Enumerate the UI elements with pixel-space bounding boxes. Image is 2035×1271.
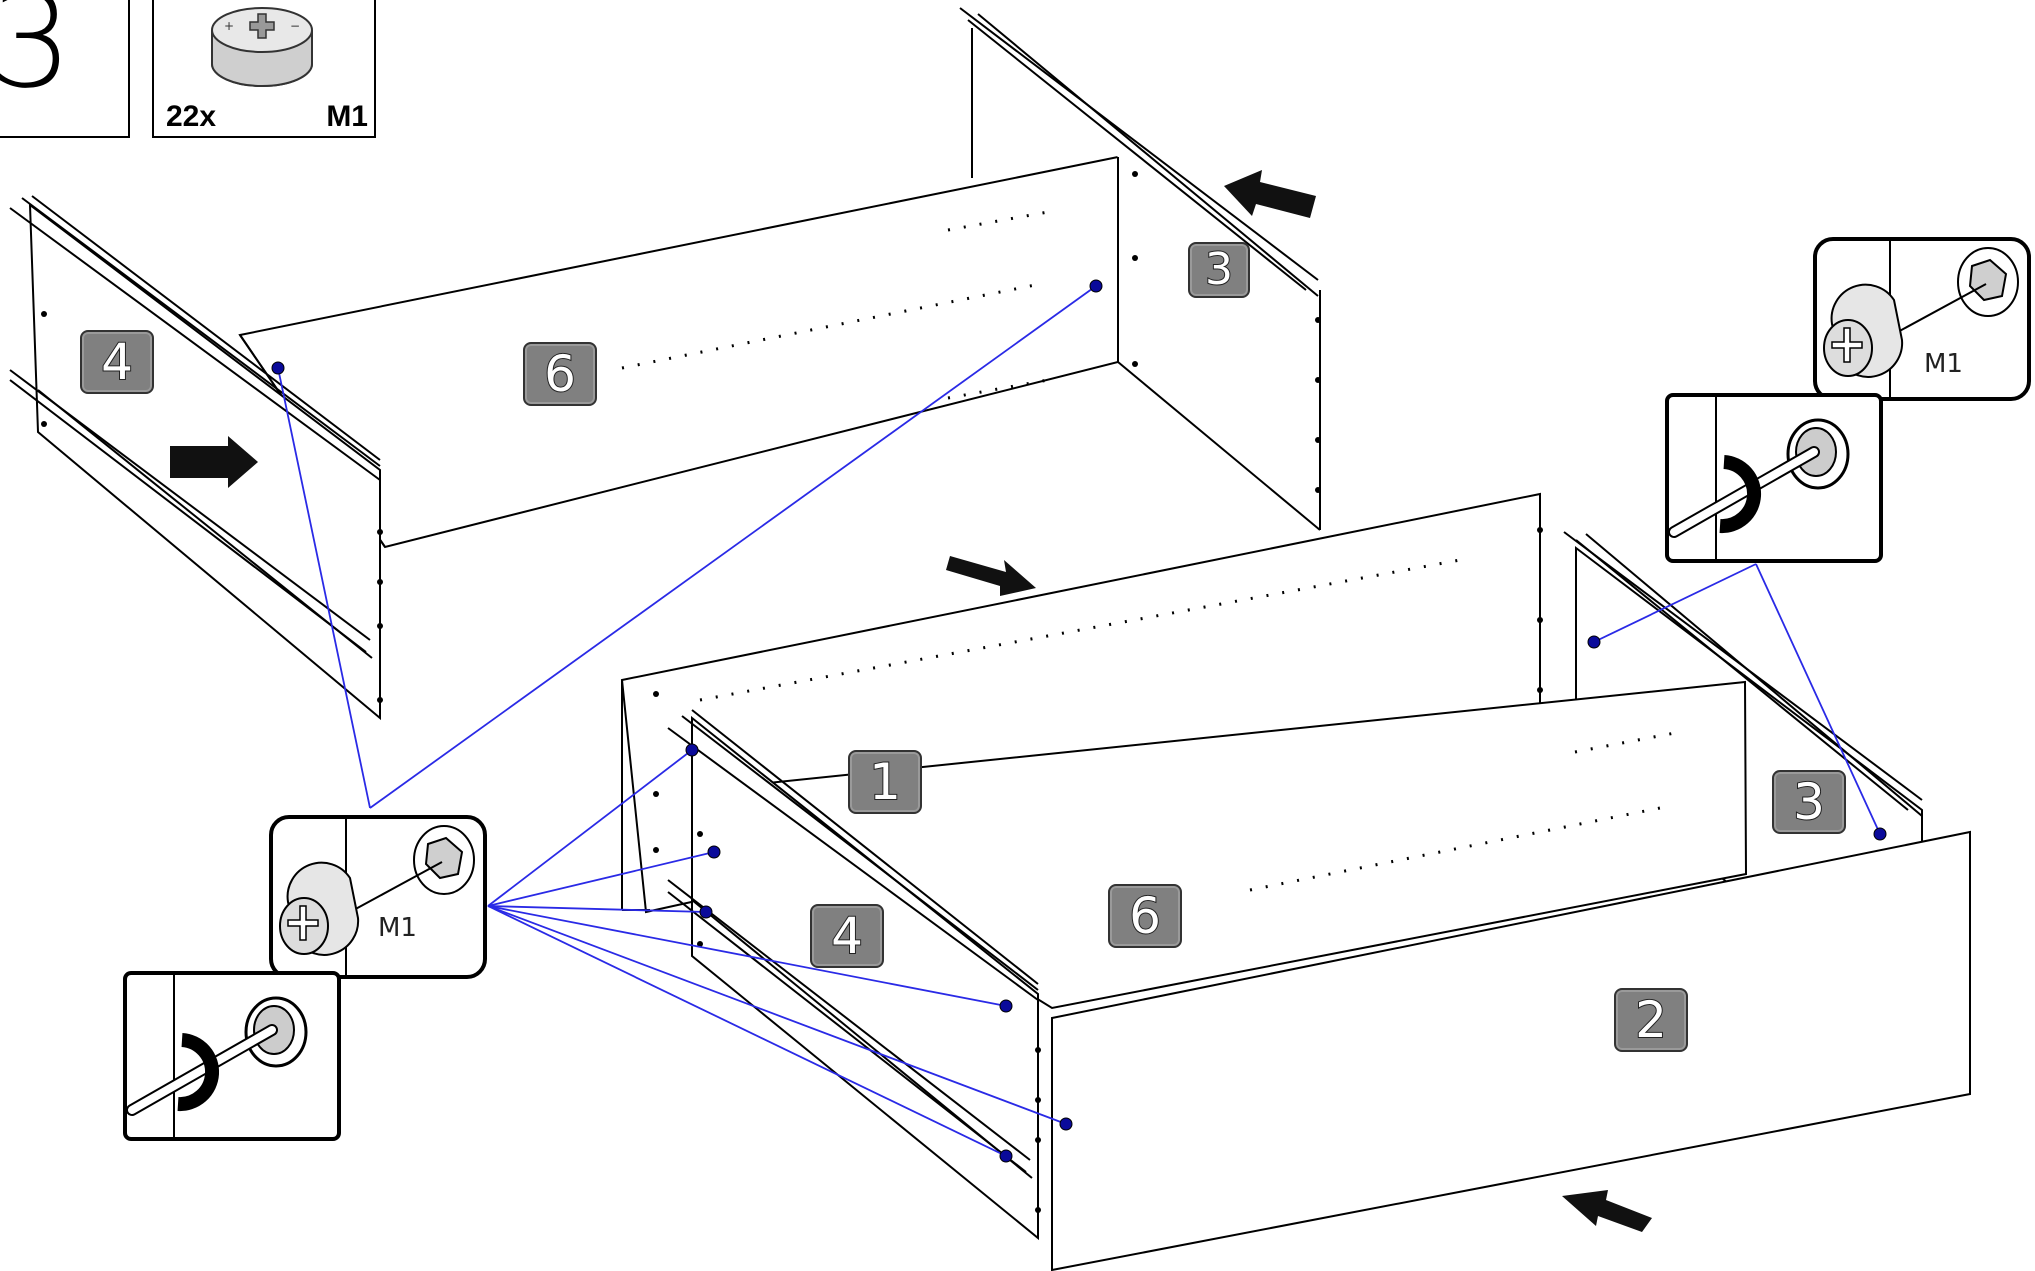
arrow-upper-right bbox=[1224, 170, 1316, 218]
part-tag-6-lower: 6 bbox=[1108, 884, 1182, 948]
part-tag-3-lower: 3 bbox=[1772, 770, 1846, 834]
detail-left-label: M1 bbox=[378, 913, 417, 943]
screwdriver-icon-left bbox=[123, 971, 341, 1141]
svg-text:−: − bbox=[290, 19, 300, 33]
detail-cam-left: M1 bbox=[269, 815, 487, 979]
detail-cam-right: M1 bbox=[1813, 237, 2031, 401]
part-tag-3-upper: 3 bbox=[1188, 242, 1250, 298]
hardware-box: + − 22x M1 bbox=[152, 0, 376, 138]
step-number: 3 bbox=[0, 0, 73, 117]
arrow-middle bbox=[946, 556, 1036, 596]
part-tag-6-upper: 6 bbox=[523, 342, 597, 406]
hardware-code: M1 bbox=[326, 100, 368, 133]
part-tag-2: 2 bbox=[1614, 988, 1688, 1052]
step-number-box: 3 bbox=[0, 0, 130, 138]
panel-2 bbox=[1051, 830, 1971, 1271]
arrow-upper-left bbox=[170, 436, 258, 488]
cam-lock-icon: + − bbox=[211, 7, 313, 87]
hardware-quantity: 22x bbox=[166, 100, 217, 133]
screwdriver-icon-right bbox=[1665, 393, 1883, 563]
part-tag-1: 1 bbox=[848, 750, 922, 814]
detail-right-label: M1 bbox=[1924, 349, 1963, 379]
svg-text:+: + bbox=[224, 19, 234, 33]
part-tag-4-lower: 4 bbox=[810, 904, 884, 968]
panel-3-upper bbox=[959, 7, 1321, 531]
arrow-bottom bbox=[1562, 1190, 1652, 1232]
part-tag-4-upper: 4 bbox=[80, 330, 154, 394]
